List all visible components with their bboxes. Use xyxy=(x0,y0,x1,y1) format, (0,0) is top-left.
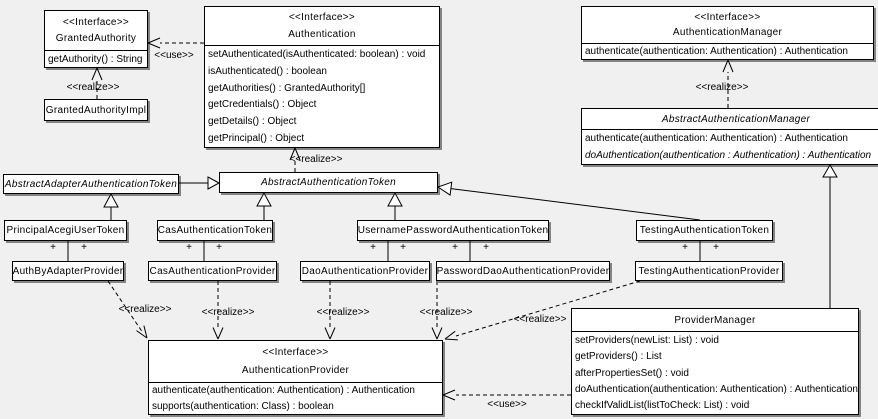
class-name: Authentication xyxy=(288,28,356,40)
method: afterPropertiesSet() : void xyxy=(575,367,689,379)
method: getProviders() : List xyxy=(575,351,662,363)
method: getPrincipal() : Object xyxy=(208,133,305,145)
realize-label: <<realize>> xyxy=(513,314,567,325)
plus-mark: + xyxy=(682,242,688,253)
method: doAuthentication(authentication : Authen… xyxy=(585,150,872,161)
class-name: TestingAuthenticationProvider xyxy=(638,265,780,277)
method: authenticate(authentication: Authenticat… xyxy=(585,133,848,144)
class-name: PrincipalAcegiUserToken xyxy=(6,225,125,236)
method: setProviders(newList: List) : void xyxy=(575,334,719,346)
use-label: <<use>> xyxy=(487,399,527,410)
edge-use-authentication-grantedauthority xyxy=(147,37,204,49)
class-name: UsernamePasswordAuthenticationToken xyxy=(357,225,549,236)
class-name: AuthenticationManager xyxy=(672,27,783,39)
stereotype: <<Interface>> xyxy=(694,11,761,23)
realize-label: <<realize>> xyxy=(316,307,370,318)
realize-label: <<realize>> xyxy=(419,307,473,318)
class-name: AbstractAdapterAuthenticationToken xyxy=(4,178,178,190)
method: checkIfValidList(listToCheck: List) : vo… xyxy=(575,400,750,412)
class-name: AuthByAdapterProvider xyxy=(12,265,124,277)
class-name: AbstractAuthenticationManager xyxy=(661,113,811,125)
class-username-password-authentication-token[interactable]: UsernamePasswordAuthenticationToken xyxy=(357,220,549,241)
method: getAuthorities() : GrantedAuthority[] xyxy=(208,82,366,94)
stereotype: <<Interface>> xyxy=(262,347,329,359)
class-name: CasAuthenticationToken xyxy=(157,225,273,236)
class-abstract-adapter-authentication-token[interactable]: AbstractAdapterAuthenticationToken xyxy=(3,174,179,194)
edge-gen-abstractadapter-abstracttoken xyxy=(179,176,221,190)
method: getDetails() : Object xyxy=(208,116,297,128)
method: authenticate(authentication: Authenticat… xyxy=(152,385,415,397)
class-dao-authentication-provider[interactable]: DaoAuthenticationProvider xyxy=(300,261,430,281)
class-name: AbstractAuthenticationToken xyxy=(260,177,397,188)
stereotype: <<Interface>> xyxy=(288,12,356,24)
class-authentication-manager[interactable]: <<Interface>> AuthenticationManager auth… xyxy=(581,6,874,60)
edge-gen-principal-abstractadapter xyxy=(103,192,119,220)
class-name: PasswordDaoAuthenticationProvider xyxy=(436,265,610,277)
class-name: CasAuthenticationProvider xyxy=(149,265,276,277)
plus-mark: + xyxy=(370,242,376,253)
method: isAuthenticated() : boolean xyxy=(208,65,327,77)
class-granted-authority-impl[interactable]: GrantedAuthorityImpl xyxy=(44,99,148,121)
realize-label: <<realize>> xyxy=(118,304,172,315)
plus-mark: + xyxy=(713,242,719,253)
plus-mark: + xyxy=(452,242,458,253)
class-authentication-provider[interactable]: <<Interface>> AuthenticationProvider aut… xyxy=(148,340,443,415)
class-authentication[interactable]: <<Interface>> Authentication setAuthenti… xyxy=(204,6,440,148)
class-cas-authentication-token[interactable]: CasAuthenticationToken xyxy=(157,220,273,241)
plus-mark: + xyxy=(400,242,406,253)
method: doAuthentication(authentication: Authent… xyxy=(575,383,858,395)
plus-mark: + xyxy=(216,242,222,253)
stereotype: <<Interface>> xyxy=(62,16,130,28)
realize-label: <<realize>> xyxy=(695,82,749,93)
class-testing-authentication-provider[interactable]: TestingAuthenticationProvider xyxy=(635,261,783,281)
class-name: GrantedAuthority xyxy=(55,33,137,45)
edge-gen-testingtoken-abstracttoken xyxy=(436,181,701,221)
class-password-dao-authentication-provider[interactable]: PasswordDaoAuthenticationProvider xyxy=(436,261,610,281)
realize-label: <<realize>> xyxy=(201,307,255,318)
method: getCredentials() : Object xyxy=(208,99,317,111)
plus-mark: + xyxy=(186,242,192,253)
class-name: ProviderManager xyxy=(674,314,756,326)
use-label: <<use>> xyxy=(154,50,194,61)
plus-mark: + xyxy=(50,242,56,253)
class-name: GrantedAuthorityImpl xyxy=(45,104,147,116)
edge-gen-providermanager-abstractmanager xyxy=(822,164,838,308)
method: authenticate(authentication: Authenticat… xyxy=(585,46,848,57)
class-principal-acegi-user-token[interactable]: PrincipalAcegiUserToken xyxy=(4,220,127,241)
method: getAuthority() : String xyxy=(48,53,143,65)
method: setAuthenticated(isAuthenticated: boolea… xyxy=(208,48,426,60)
class-name: AuthenticationProvider xyxy=(241,364,350,376)
plus-mark: + xyxy=(483,242,489,253)
edge-gen-usernamepassword-abstracttoken xyxy=(387,191,403,220)
class-granted-authority[interactable]: <<Interface>> GrantedAuthority getAuthor… xyxy=(44,10,148,68)
class-abstract-authentication-token[interactable]: AbstractAuthenticationToken xyxy=(219,172,438,193)
class-cas-authentication-provider[interactable]: CasAuthenticationProvider xyxy=(148,261,277,281)
plus-mark: + xyxy=(81,242,87,253)
class-abstract-authentication-manager[interactable]: AbstractAuthenticationManager authentica… xyxy=(581,108,878,165)
class-auth-by-adapter-provider[interactable]: AuthByAdapterProvider xyxy=(12,261,124,281)
realize-label: <<realize>> xyxy=(66,82,120,93)
edge-gen-castoken-abstracttoken xyxy=(256,191,272,220)
class-provider-manager[interactable]: ProviderManager setProviders(newList: Li… xyxy=(571,308,859,415)
class-testing-authentication-token[interactable]: TestingAuthenticationToken xyxy=(636,220,773,241)
class-name: TestingAuthenticationToken xyxy=(639,225,770,236)
class-name: DaoAuthenticationProvider xyxy=(301,265,429,277)
realize-label: <<realize>> xyxy=(289,154,343,165)
method: supports(authentication: Class) : boolea… xyxy=(152,400,334,412)
